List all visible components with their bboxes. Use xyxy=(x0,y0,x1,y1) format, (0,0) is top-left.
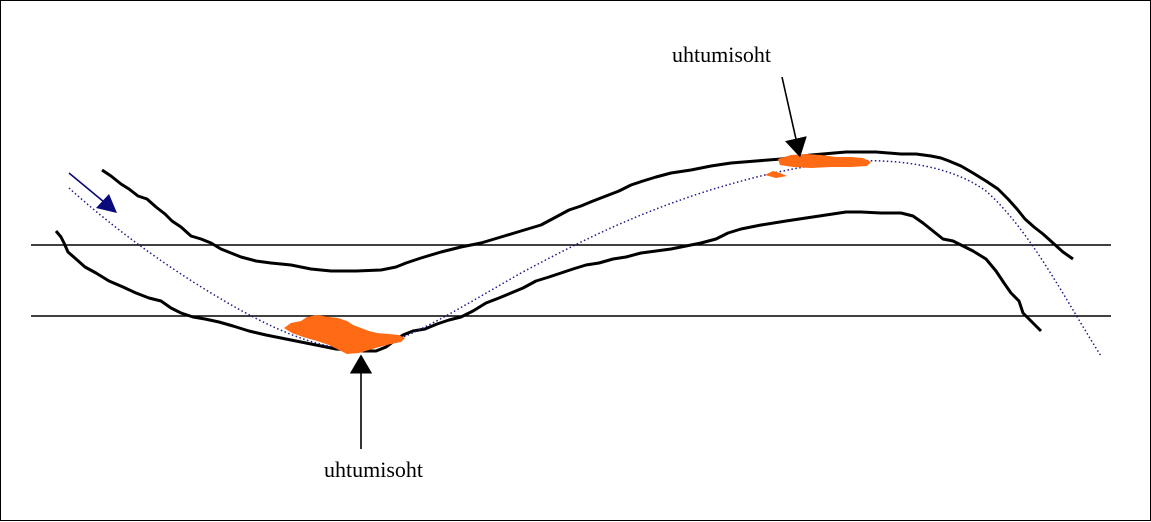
hazard-zone-top-fragment xyxy=(765,171,787,178)
river-bank-upper xyxy=(101,150,1074,273)
hazard-zone-bottom xyxy=(284,315,405,354)
river-bank-lower xyxy=(54,210,1043,353)
hazard-zone-top xyxy=(778,154,871,168)
annotation-label-top: uhtumisoht xyxy=(672,42,772,67)
flow-direction-arrow xyxy=(68,172,117,213)
thalweg-dotted-line xyxy=(68,159,1102,357)
annotation-arrow-top xyxy=(781,76,807,158)
annotation-label-bottom: uhtumisoht xyxy=(324,457,424,482)
